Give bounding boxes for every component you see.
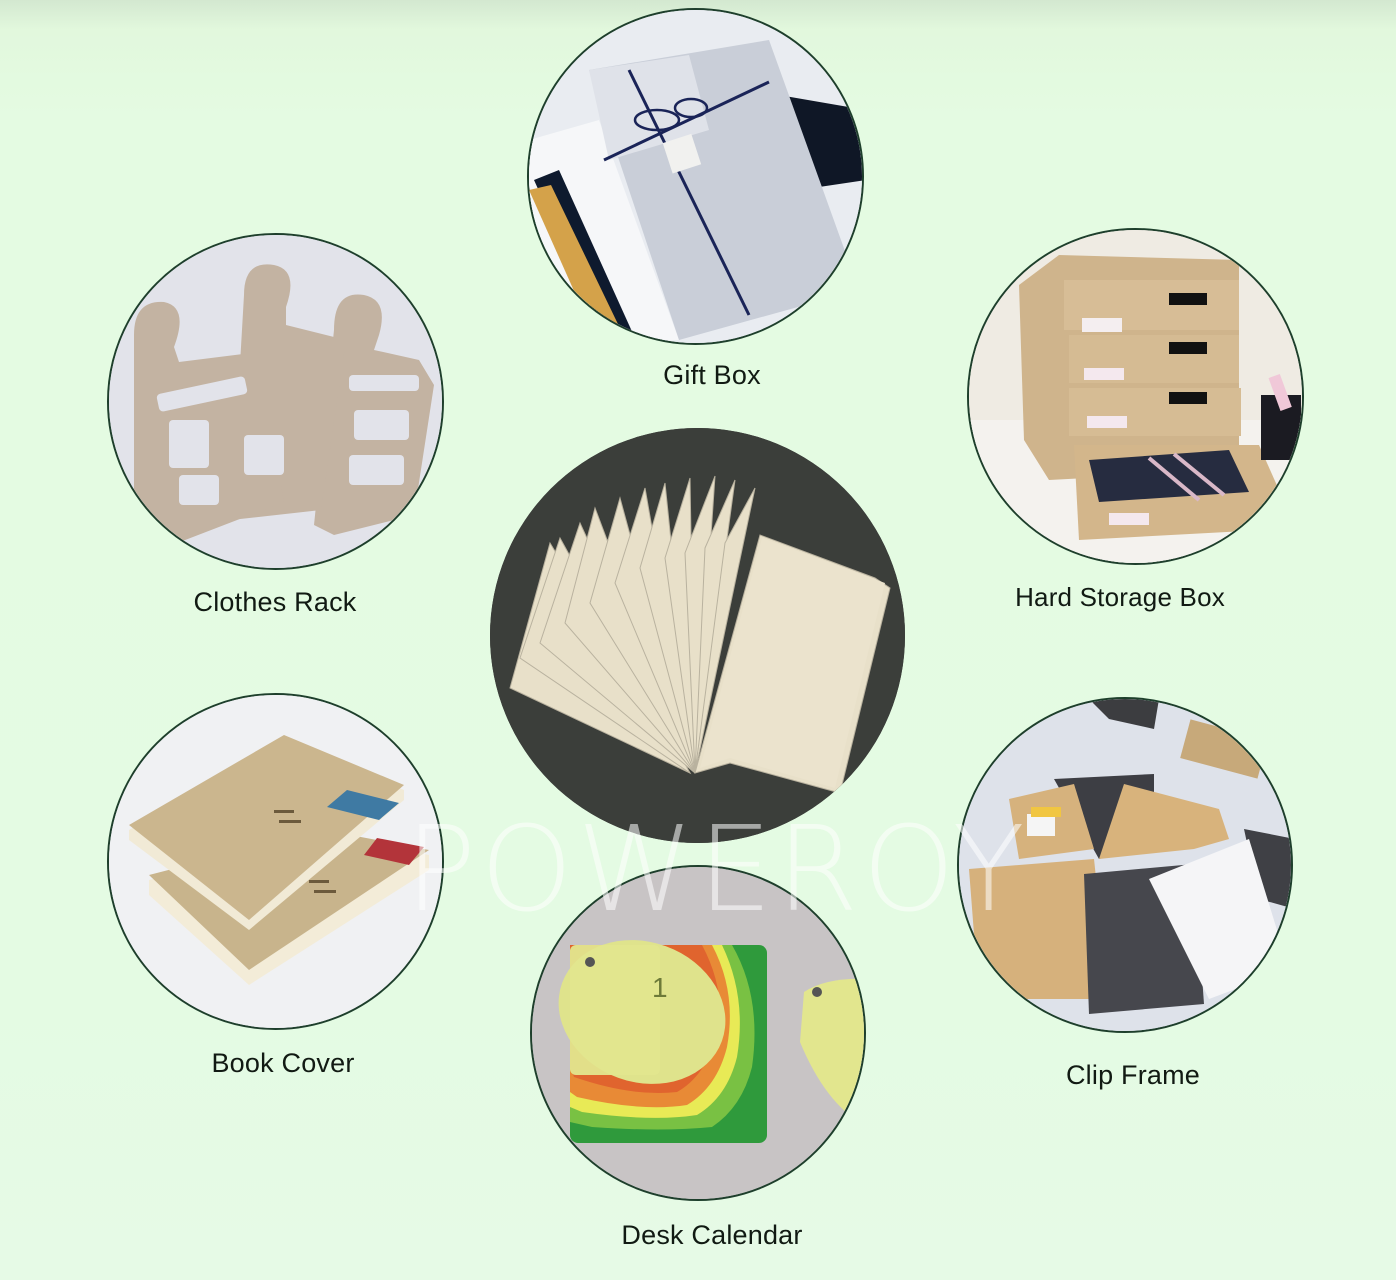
book-cover-image [107,693,444,1030]
greyboard-sheets-image [490,428,905,843]
desk-calendar-image: 1 [530,865,866,1201]
desk-calendar-label: Desk Calendar [621,1220,803,1250]
clothes-rack-label: Clothes Rack [193,587,357,617]
clip-frame-label: Clip Frame [1065,1060,1201,1090]
hard-storage-box-label: Hard Storage Box [1015,582,1225,612]
svg-text:1: 1 [652,972,668,1003]
clip-frame-image [957,697,1293,1033]
gift-box-image [527,8,864,345]
book-cover-label: Book Cover [211,1048,355,1078]
clothes-rack-image [107,233,444,570]
hard-storage-box-image [967,228,1304,565]
gift-box-label: Gift Box [663,360,761,390]
